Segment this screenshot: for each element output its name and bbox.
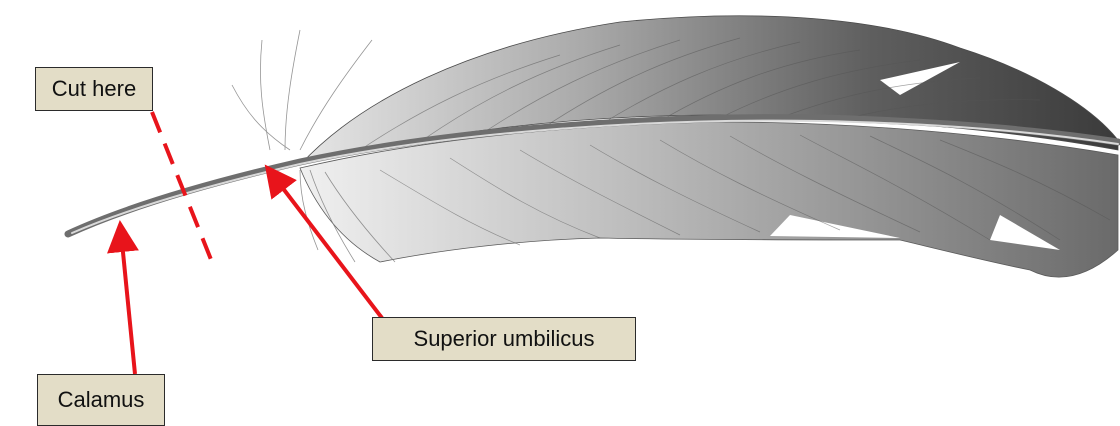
feather-lower-vane xyxy=(300,122,1118,277)
cut-here-label: Cut here xyxy=(35,67,153,111)
superior-umbilicus-label: Superior umbilicus xyxy=(372,317,636,361)
calamus-arrow xyxy=(121,232,135,374)
calamus-label: Calamus xyxy=(37,374,165,426)
feather-illustration xyxy=(68,16,1118,277)
